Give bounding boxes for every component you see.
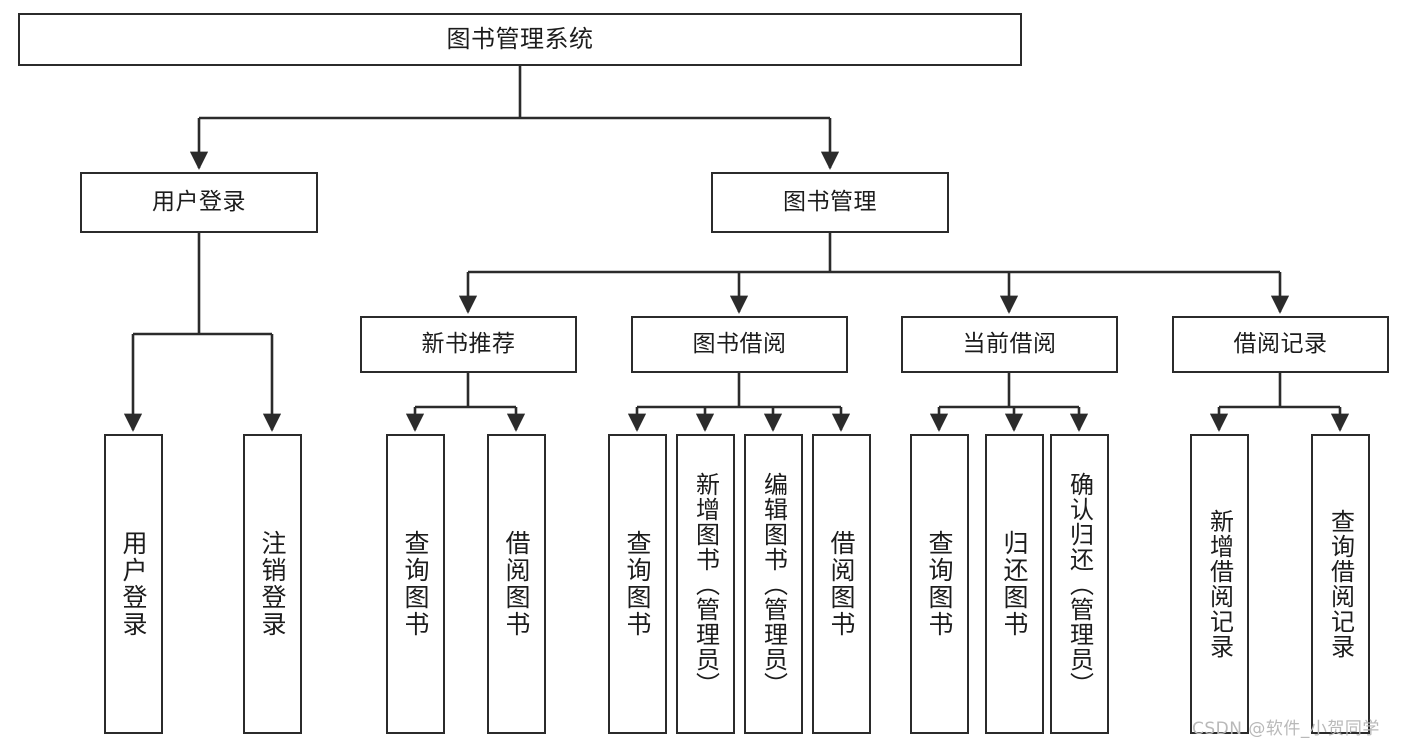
node-new-book-recommend-label: 新书推荐 (421, 331, 516, 358)
node-user-login[interactable]: 用户登录 (80, 172, 318, 233)
node-leaf-query-book-current-label: 查询图书 (925, 530, 954, 638)
node-leaf-confirm-return-admin-label: 确认归还（管理员） (1065, 471, 1094, 697)
node-leaf-query-borrow-record-label: 查询借阅记录 (1326, 509, 1355, 659)
node-leaf-borrow-book[interactable]: 借阅图书 (812, 434, 871, 734)
node-leaf-query-book-borrow-label: 查询图书 (623, 530, 652, 638)
node-book-borrow[interactable]: 图书借阅 (631, 316, 848, 373)
node-leaf-user-login-label: 用户登录 (119, 530, 148, 638)
node-user-login-label: 用户登录 (152, 189, 246, 216)
csdn-watermark: CSDN @软件_小贺同学 (1192, 719, 1380, 739)
node-book-management[interactable]: 图书管理 (711, 172, 949, 233)
node-current-borrow[interactable]: 当前借阅 (901, 316, 1118, 373)
node-leaf-add-book-admin-label: 新增图书（管理员） (691, 471, 720, 697)
node-leaf-borrow-book-recommend-label: 借阅图书 (502, 530, 531, 638)
node-current-borrow-label: 当前借阅 (962, 331, 1057, 358)
node-root[interactable]: 图书管理系统 (18, 13, 1022, 66)
node-leaf-user-login[interactable]: 用户登录 (104, 434, 163, 734)
node-borrow-record-label: 借阅记录 (1233, 331, 1328, 358)
node-leaf-return-book-label: 归还图书 (1000, 530, 1029, 638)
node-leaf-query-borrow-record[interactable]: 查询借阅记录 (1311, 434, 1370, 734)
node-leaf-return-book[interactable]: 归还图书 (985, 434, 1044, 734)
node-leaf-borrow-book-label: 借阅图书 (827, 530, 856, 638)
node-leaf-logout[interactable]: 注销登录 (243, 434, 302, 734)
node-leaf-logout-label: 注销登录 (258, 530, 287, 638)
node-root-label: 图书管理系统 (446, 24, 594, 53)
node-leaf-query-book-borrow[interactable]: 查询图书 (608, 434, 667, 734)
node-leaf-add-borrow-record-label: 新增借阅记录 (1205, 509, 1234, 659)
node-leaf-borrow-book-recommend[interactable]: 借阅图书 (487, 434, 546, 734)
node-leaf-edit-book-admin[interactable]: 编辑图书（管理员） (744, 434, 803, 734)
node-leaf-add-book-admin[interactable]: 新增图书（管理员） (676, 434, 735, 734)
node-leaf-confirm-return-admin[interactable]: 确认归还（管理员） (1050, 434, 1109, 734)
node-leaf-query-book-recommend-label: 查询图书 (401, 530, 430, 638)
node-book-management-label: 图书管理 (783, 189, 877, 216)
node-leaf-add-borrow-record[interactable]: 新增借阅记录 (1190, 434, 1249, 734)
node-new-book-recommend[interactable]: 新书推荐 (360, 316, 577, 373)
node-book-borrow-label: 图书借阅 (692, 331, 787, 358)
node-leaf-query-book-current[interactable]: 查询图书 (910, 434, 969, 734)
node-leaf-edit-book-admin-label: 编辑图书（管理员） (759, 471, 788, 697)
node-borrow-record[interactable]: 借阅记录 (1172, 316, 1389, 373)
node-leaf-query-book-recommend[interactable]: 查询图书 (386, 434, 445, 734)
